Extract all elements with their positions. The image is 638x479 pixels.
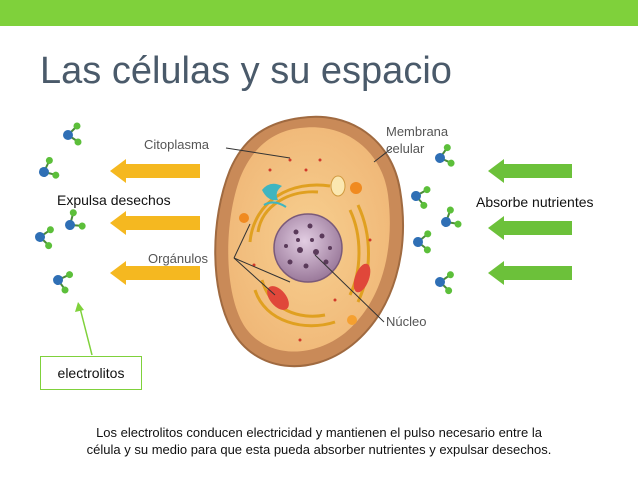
electrolytes-pointer-head [75,302,84,312]
caption-line-2: célula y su medio para que esta pueda ab… [86,442,552,457]
molecule-icon [39,156,60,179]
electrolytes-box: electrolitos [40,356,142,390]
outgoing-arrows [110,159,200,285]
ribosomes [252,158,372,342]
incoming-arrows [488,159,572,285]
molecule-icon [63,122,82,146]
mitochondrion [353,263,371,293]
lysosome [347,315,357,325]
outgoing-arrow [110,159,200,183]
caption-line-1: Los electrolitos conducen electricidad y… [96,425,542,440]
molecules [35,122,462,295]
lysosome [239,213,249,223]
incoming-arrow [488,159,572,183]
molecule-icon [53,271,74,294]
label-absorbs-nutrients: Absorbe nutrientes [476,194,594,210]
golgi-apparatus [263,201,287,208]
lysosome [350,182,362,194]
endoplasmic-reticulum [248,183,370,328]
golgi-apparatus [262,183,282,201]
electrolytes-label: electrolitos [57,365,125,381]
mitochondrion [267,286,289,310]
electrolytes-pointer [79,307,93,356]
top-accent-bar [0,0,638,26]
caption: Los electrolitos conducen electricidad y… [40,424,598,458]
molecule-icon [441,206,462,228]
label-expels-waste: Expulsa desechos [57,192,171,208]
molecule-icon [413,230,432,254]
incoming-arrow [488,216,572,240]
molecule-icon [411,186,431,209]
cell [214,115,404,368]
slide-title: Las células y su espacio [40,50,452,92]
leader-lines [225,147,393,323]
molecule-icon [35,226,54,250]
molecule-icon [65,209,86,230]
incoming-arrow [488,261,572,285]
nucleus-dots [284,223,332,269]
molecule-icon [435,144,455,167]
label-organelles: Orgánulos [148,251,208,266]
outgoing-arrow [110,261,200,285]
label-cytoplasm: Citoplasma [144,137,210,152]
vacuole [330,175,346,197]
molecule-icon [435,271,454,295]
label-nucleus: Núcleo [386,314,427,329]
label-membrane-1: Membrana [386,124,449,139]
outgoing-arrow [110,211,200,235]
label-membrane-2: celular [386,141,425,156]
